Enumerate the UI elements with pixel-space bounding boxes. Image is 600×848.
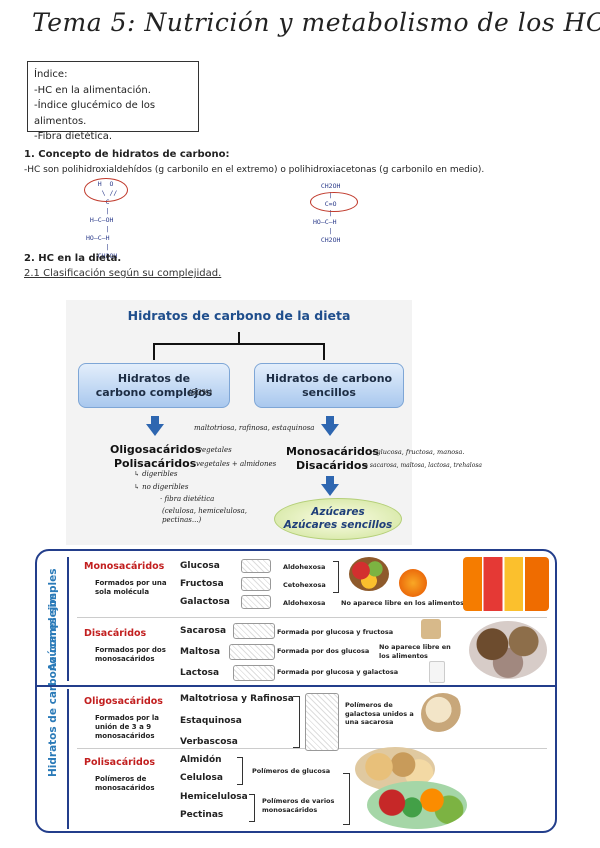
bracket [249,794,255,822]
section2-subheading: 2.1 Clasificación según su complejidad. [24,268,222,279]
diagram-title: Hidratos de carbono de la dieta [127,308,351,323]
simple-carbs-label-2: sencillos [302,385,356,399]
simple-carbs-box: Hidratos de carbono sencillos [254,363,404,408]
vegetables-image [367,781,467,829]
sugar-name: Maltotriosa y Rafinosa [180,694,294,704]
row-divider [77,617,547,618]
fiber-detail-note: (celulosa, hemicelulosa, pectinas...) [162,507,247,524]
section1-text: -HC son polihidroxialdehídos (g carbonil… [24,165,485,175]
complex-carbs-label: Hidratos de carbono complejos [95,371,213,399]
carbohydrate-diet-diagram: Hidratos de carbono de la dieta Hidratos… [66,300,482,545]
monosaccharides-desc: Formados por una sola molécula [95,579,167,596]
carbonyl-highlight-ketone [310,192,358,212]
poly-vegetables-note: vegetales + almidones [196,460,277,468]
pastries-image [469,621,547,679]
sugar-name: Fructosa [180,579,224,589]
sugar-type: Aldohexosa [283,599,326,607]
group-divider [67,557,69,681]
bracket [293,696,300,748]
sugar-name: Estaquinosa [180,716,242,726]
disaccharides-desc: Formados por dos monosacáridos [95,646,166,663]
molecule-icon [241,577,271,591]
arrow-down-icon [146,416,164,436]
bracket [343,773,350,825]
polysaccharides-note-various: Polímeros de varios monosacáridos [262,797,335,814]
sugar-name: Maltosa [180,647,221,657]
complex-carbs-box: Hidratos de carbono complejos [78,363,230,408]
arrow-down-icon [321,416,339,436]
fruit-image [349,557,389,591]
sugar-type: Formada por dos glucosa [277,647,370,655]
monosaccharides-label: Monosacáridos [286,445,379,458]
mono-list-note: → glucosa, fructosa, manosa. [369,448,465,456]
diagram-bracket [153,332,325,360]
disaccharides-note: No aparece libre en los alimentos [379,643,451,660]
sugar-type: Formada por glucosa y fructosa [277,628,394,636]
polysaccharides-label: Polisacáridos [114,457,197,470]
sugar-name: Celulosa [180,773,223,783]
sugars-oval: Azúcares Azúcares sencillos [274,498,402,540]
fiber-note: · fibra dietética [160,495,215,503]
disaccharides-heading: Disacáridos [84,628,147,639]
sugar-type: Cetohexosa [283,581,326,589]
oligosaccharides-heading: Oligosacáridos [84,696,163,707]
molecule-icon [233,623,275,639]
section1-heading: 1. Concepto de hidratos de carbono: [24,149,230,160]
page-title: Tema 5: Nutrición y metabolismo de los H… [32,8,600,37]
oligosaccharides-label: Oligosacáridos [110,443,202,456]
molecule-icon [229,644,275,660]
sugar-name: Verbascosa [180,737,238,747]
polysaccharides-desc: Polímeros de monosacáridos [95,775,155,792]
sugars-label: Azúcares [311,506,365,518]
index-item: -HC en la alimentación. [34,84,151,96]
oligosaccharides-desc: Formados por la unión de 3 a 9 monosacár… [95,714,160,740]
bracket [237,757,243,785]
molecule-icon [241,559,271,573]
milk-image [429,661,445,683]
molecule-icon [233,665,275,681]
index-box: Índice: -HC en la alimentación. -Índice … [27,61,199,142]
monosaccharides-heading: Monosacáridos [84,561,165,572]
carbonyl-highlight-aldehyde [84,178,128,202]
index-item: -Índice glucémico de los alimentos. [34,100,156,127]
polysaccharides-note-glucose: Polímeros de glucosa [252,767,331,775]
complex-percentage-note: (50%) [188,388,213,397]
sugar-type: Formada por glucosa y galactosa [277,668,399,676]
di-list-note: → sacarosa, maltosa, lactosa, trehalosa [363,462,482,469]
sugar-name: Lactosa [180,668,220,678]
sugar-name: Hemicelulosa [180,792,248,802]
group-divider [67,689,69,829]
molecule-icon [241,595,271,609]
oligo-vegetables-note: vegetales [198,446,232,454]
group-separator [37,685,555,687]
sugar-name: Glucosa [180,561,220,571]
oligo-note: maltotriosa, rafinosa, estaquinosa [194,424,315,432]
legumes-image [421,693,465,735]
molecule-icon [305,693,339,751]
monosaccharides-note: No aparece libre en los alimentos [341,599,464,607]
oligosaccharides-note: Polímeros de galactosa unidos a una saca… [345,701,414,726]
sugar-name: Almidón [180,755,222,765]
honey-image [399,569,427,597]
simple-sugars-label: Azúcares sencillos [283,519,393,531]
sugar-bag-image [421,619,441,639]
disaccharides-label: Disacáridos [296,459,368,472]
polysaccharides-heading: Polisacáridos [84,757,156,768]
arrow-down-icon [321,476,339,496]
juice-image [463,557,549,611]
sugar-name: Sacarosa [180,626,227,636]
bracket [333,561,339,593]
sugar-type: Aldohexosa [283,563,326,571]
digestible-note: ↳ digeribles [134,470,178,478]
index-item: -Fibra dietética. [34,131,113,142]
section2-heading: 2. HC en la dieta. [24,253,122,264]
simple-carbs-label-1: Hidratos de carbono [265,371,393,385]
index-heading: Índice: [34,69,68,80]
sugar-name: Galactosa [180,597,230,607]
carbohydrate-classification-table: Azúcares simples Hidratos de carbono com… [35,549,557,833]
non-digestible-note: ↳ no digeribles [134,483,189,491]
sugar-name: Pectinas [180,810,224,820]
